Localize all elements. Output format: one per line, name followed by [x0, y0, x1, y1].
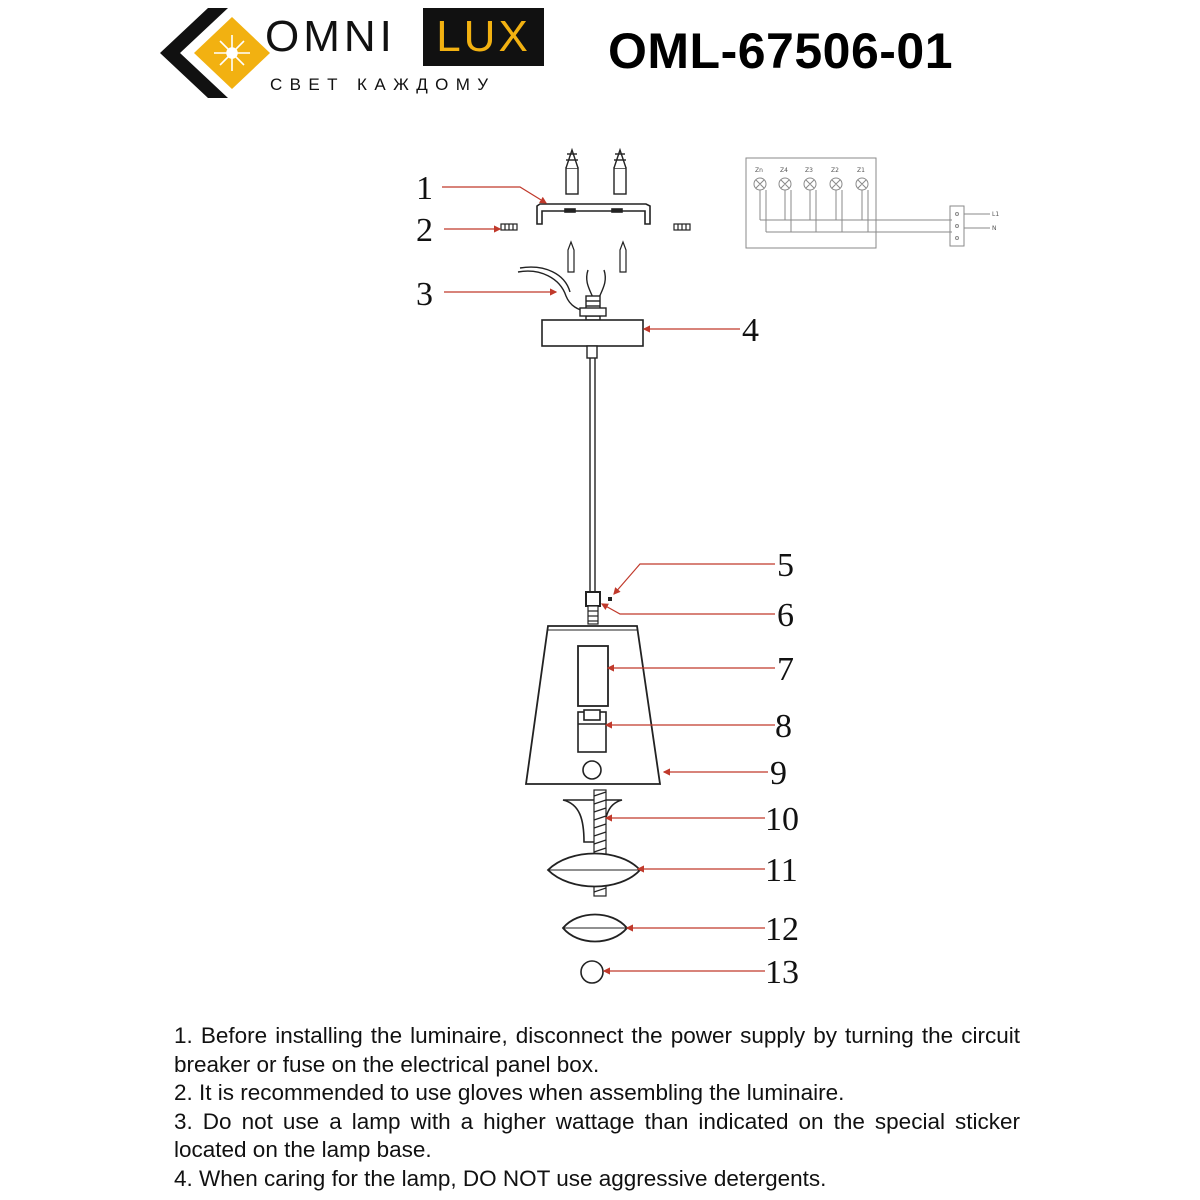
wiring-frame	[745, 157, 877, 249]
brand-slogan: СВЕТ КАЖДОМУ	[270, 75, 496, 94]
logo-sun-icon	[214, 35, 250, 71]
terminal-bulbs	[753, 177, 869, 191]
wiring-labels: Zn Z4 Z3 Z2 Z1 L1 N	[755, 167, 999, 232]
model-number: OML-67506-01	[608, 23, 954, 79]
canopy-collar	[586, 345, 598, 359]
callout-3: 3	[416, 276, 433, 313]
instruction-3: 3. Do not use a lamp with a higher watta…	[174, 1108, 1020, 1163]
callout-11: 11	[765, 852, 798, 889]
leader-5	[613, 563, 775, 595]
shade-ball	[582, 760, 602, 780]
mounting-screw-icon	[567, 240, 627, 273]
assembly-diagram: 1 2 3 4 5 6 7 8 9 10 11 12 13 Zn	[416, 147, 999, 991]
callout-5: 5	[777, 547, 794, 584]
threaded-tube-top	[587, 605, 599, 625]
callout-9: 9	[770, 755, 787, 792]
instruction-4: 4. When caring for the lamp, DO NOT use …	[174, 1165, 827, 1191]
threaded-stud	[579, 295, 607, 321]
callout-13: 13	[765, 954, 799, 991]
terminal-label-z4: Z4	[780, 167, 788, 174]
callout-12: 12	[765, 911, 799, 948]
cord-grip	[585, 591, 601, 607]
ceiling-canopy	[541, 319, 644, 347]
brand-name-omni: OMNI	[265, 12, 396, 61]
callout-8: 8	[775, 708, 792, 745]
callout-4: 4	[742, 312, 759, 349]
logo-chevron-shape	[160, 8, 228, 98]
callout-10: 10	[765, 801, 799, 838]
terminal-label-z1: Z1	[857, 167, 865, 174]
instruction-2: 2. It is recommended to use gloves when …	[174, 1080, 845, 1105]
terminal-block	[949, 205, 965, 247]
brand-name-lux: LUX	[423, 8, 544, 66]
terminal-label-z2: Z2	[831, 167, 839, 174]
wiring-schematic	[745, 157, 990, 249]
light-bulb	[577, 645, 609, 707]
leader-6	[600, 603, 775, 615]
terminal-label-zn: Zn	[755, 167, 763, 174]
instruction-1: 1. Before installing the luminaire, disc…	[174, 1023, 1020, 1077]
line-label-l1: L1	[992, 211, 999, 218]
wall-plug-icon	[565, 147, 627, 195]
terminal-label-z3: Z3	[805, 167, 813, 174]
suspension-cord	[589, 358, 596, 592]
decorative-cup	[562, 799, 623, 843]
callout-1: 1	[416, 170, 433, 207]
callout-leaders	[442, 186, 775, 975]
set-screw	[608, 597, 612, 601]
callout-6: 6	[777, 597, 794, 634]
bracket-screw-icon	[500, 223, 691, 231]
callout-7: 7	[777, 651, 794, 688]
mounting-bracket	[536, 203, 651, 225]
leader-1	[442, 186, 548, 204]
callout-numbers: 1 2 3 4 5 6 7 8 9 10 11 12 13	[416, 170, 799, 991]
callout-2: 2	[416, 212, 433, 249]
safety-instructions: 1. Before installing the luminaire, disc…	[174, 1022, 1020, 1193]
omnilux-logo	[160, 8, 270, 98]
finial-nut	[580, 960, 604, 984]
lampholder	[577, 709, 607, 753]
line-label-n: N	[992, 225, 997, 232]
